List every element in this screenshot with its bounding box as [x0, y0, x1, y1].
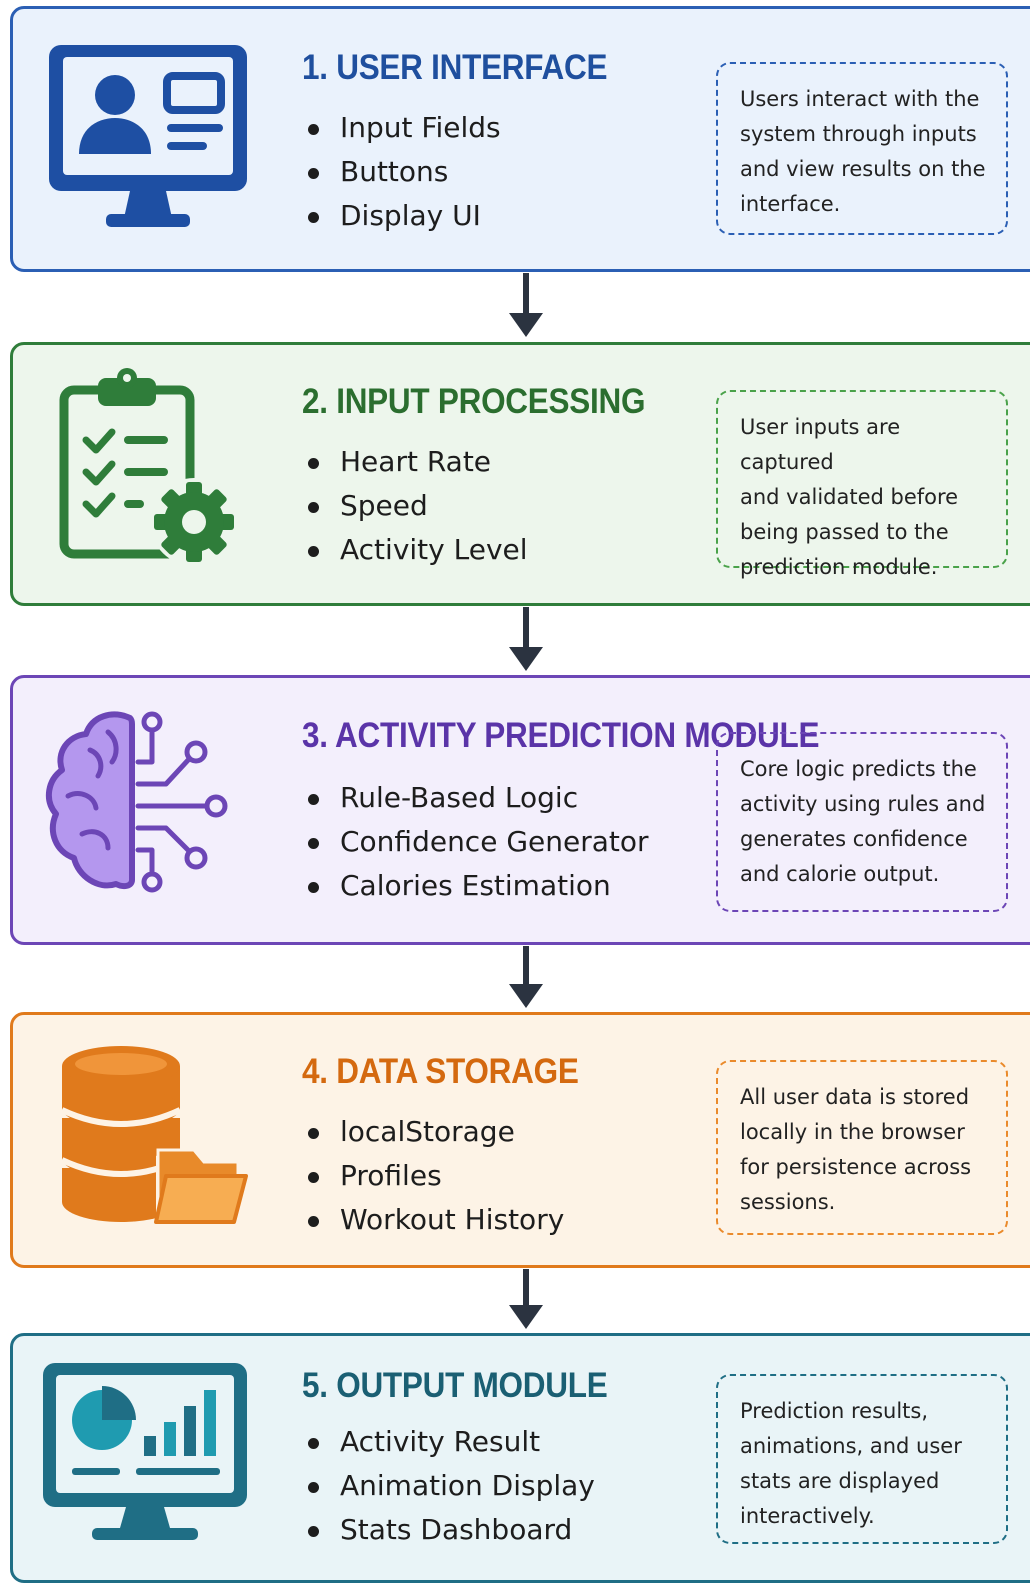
database-folder-icon: [60, 1046, 248, 1224]
flow-arrow-down-icon: [509, 946, 543, 1008]
module-description-note: Prediction results, animations, and user…: [716, 1374, 1008, 1544]
note-line: Core logic predicts the: [740, 757, 977, 781]
module-title: 3. ACTIVITY PREDICTION MODULE: [302, 716, 820, 755]
list-item: localStorage: [306, 1110, 564, 1154]
flow-arrow-down-icon: [509, 1269, 543, 1329]
module-title: 2. INPUT PROCESSING: [302, 382, 646, 421]
note-line: sessions.: [740, 1190, 836, 1214]
note-line: interactively.: [740, 1504, 875, 1528]
note-line: Prediction results,: [740, 1399, 929, 1423]
module-title: 4. DATA STORAGE: [302, 1052, 579, 1091]
module-description-note: User inputs are captured and validated b…: [716, 390, 1008, 579]
module-feature-list: Rule-Based Logic Confidence Generator Ca…: [306, 776, 649, 908]
monitor-user-profile-icon: [49, 45, 247, 227]
module-description-note: All user data is stored locally in the b…: [716, 1060, 1008, 1235]
module-feature-list: Heart Rate Speed Activity Level: [306, 440, 528, 572]
note-line: and view results on the: [740, 157, 986, 181]
list-item: Calories Estimation: [306, 864, 649, 908]
note-line: activity using rules and: [740, 792, 986, 816]
list-item: Input Fields: [306, 106, 501, 150]
note-line: All user data is stored: [740, 1085, 970, 1109]
flow-arrow-down-icon: [509, 273, 543, 337]
list-item: Profiles: [306, 1154, 564, 1198]
note-line: and calorie output.: [740, 862, 940, 886]
module-description-note: Core logic predicts the activity using r…: [716, 732, 1008, 912]
list-item: Activity Level: [306, 528, 528, 572]
note-line: for persistence across: [740, 1155, 972, 1179]
module-title: 1. USER INTERFACE: [302, 48, 608, 87]
module-activity-prediction-box: [10, 675, 1030, 945]
flow-arrow-down-icon: [509, 607, 543, 671]
note-line: User inputs are captured: [740, 415, 901, 474]
module-feature-list: localStorage Profiles Workout History: [306, 1110, 564, 1242]
note-line: system through inputs: [740, 122, 977, 146]
list-item: Heart Rate: [306, 440, 528, 484]
brain-circuit-icon: [45, 711, 228, 893]
note-line: Users interact with the: [740, 87, 980, 111]
list-item: Confidence Generator: [306, 820, 649, 864]
module-feature-list: Activity Result Animation Display Stats …: [306, 1420, 595, 1552]
note-line: prediction module.: [740, 555, 938, 579]
list-item: Workout History: [306, 1198, 564, 1242]
note-line: being passed to the: [740, 520, 949, 544]
note-line: generates confidence: [740, 827, 968, 851]
list-item: Animation Display: [306, 1464, 595, 1508]
note-line: stats are displayed: [740, 1469, 940, 1493]
note-line: and validated before: [740, 485, 959, 509]
note-line: interface.: [740, 192, 841, 216]
module-description-note: Users interact with the system through i…: [716, 62, 1008, 235]
list-item: Stats Dashboard: [306, 1508, 595, 1552]
list-item: Rule-Based Logic: [306, 776, 649, 820]
note-line: animations, and user: [740, 1434, 962, 1458]
module-feature-list: Input Fields Buttons Display UI: [306, 106, 501, 238]
list-item: Display UI: [306, 194, 501, 238]
note-line: locally in the browser: [740, 1120, 965, 1144]
list-item: Activity Result: [306, 1420, 595, 1464]
list-item: Buttons: [306, 150, 501, 194]
clipboard-checklist-gear-icon: [59, 368, 238, 566]
monitor-chart-dashboard-icon: [43, 1363, 247, 1540]
module-title: 5. OUTPUT MODULE: [302, 1366, 608, 1405]
list-item: Speed: [306, 484, 528, 528]
